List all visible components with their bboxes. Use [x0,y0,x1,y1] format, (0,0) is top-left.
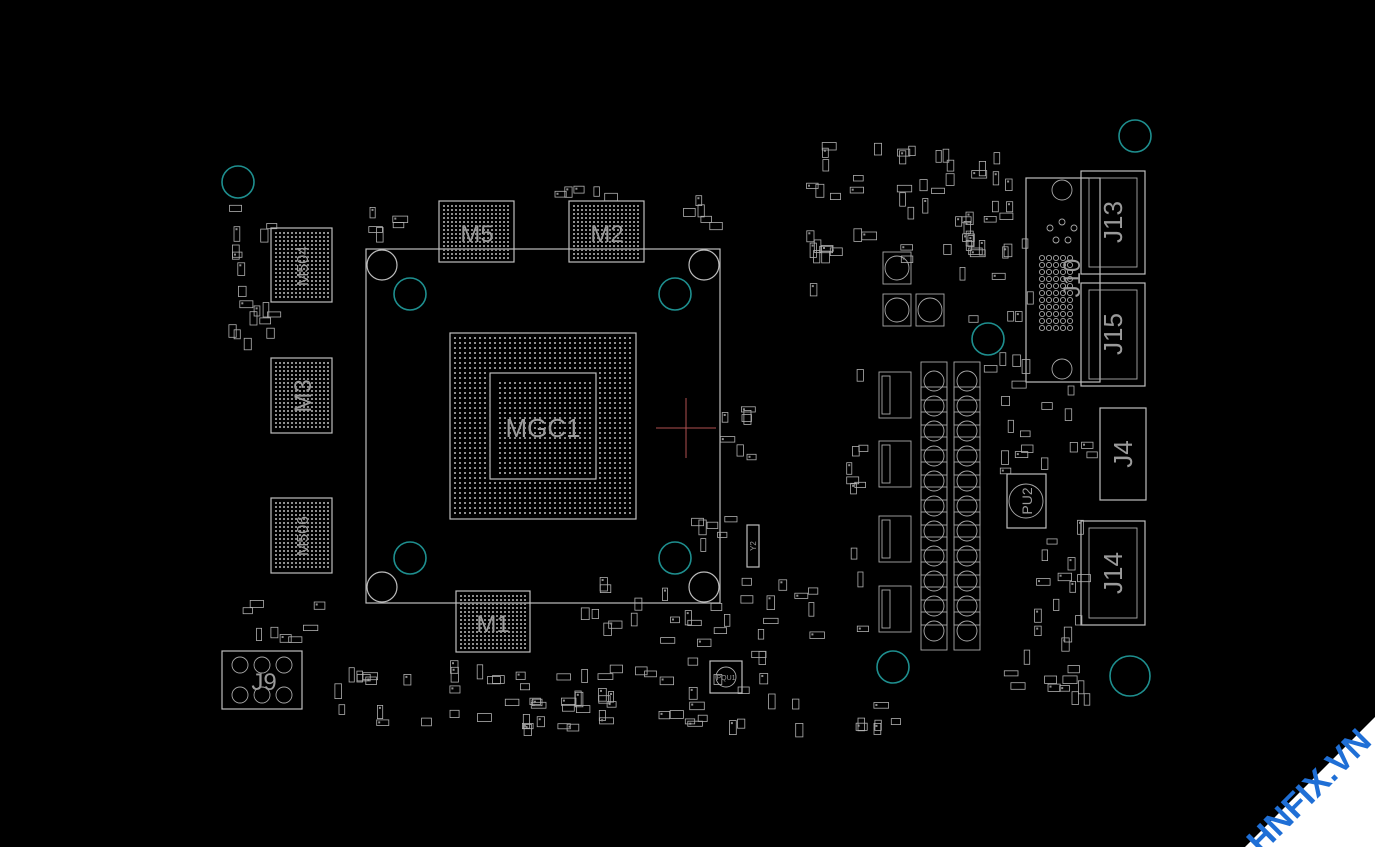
mounting-hole [1109,655,1151,697]
mounting-hole [393,541,427,575]
connector-label-j4: J4 [1108,440,1138,467]
memory-m2[interactable]: M2 [568,200,645,263]
memory-m3[interactable]: M3 [270,357,333,434]
connector-label-j9: J9 [251,669,276,696]
gpu-mgc1[interactable]: MGC1 [449,332,637,520]
connector-label-j15: J15 [1098,313,1128,355]
mounting-hole [658,277,692,311]
cursor-crosshair [656,398,716,458]
ic-label-pqu1: PQU1 [716,675,735,682]
mounting-hole [971,322,1005,356]
controller-pu2[interactable]: PU2 [1006,473,1047,529]
connector-j13[interactable]: J13 [1080,170,1146,275]
memory-label-m506: M506 [295,516,312,556]
controller-label-pu2: PU2 [1019,487,1035,514]
passive-components [228,142,1098,738]
watermark-banner: HNFIX.VN [1240,717,1375,847]
memory-label-m1: M1 [476,611,509,638]
connector-label-j13: J13 [1098,201,1128,243]
memory-m504[interactable]: M504 [270,227,333,303]
watermark-band [1245,717,1375,847]
crystal-y2[interactable]: Y2 [746,524,760,568]
connector-j14[interactable]: J14 [1080,520,1146,626]
mounting-hole [221,165,255,199]
mounting-hole [1118,119,1152,153]
memory-m1[interactable]: M1 [455,590,531,653]
gpu-label: MGC1 [505,413,580,443]
connector-label-j14: J14 [1098,552,1128,594]
memory-label-m3: M3 [290,379,317,412]
memory-label-m2: M2 [590,221,623,248]
memory-label-m504: M504 [295,246,312,286]
mounting-hole [658,541,692,575]
memory-m5[interactable]: M5 [438,200,515,263]
ic-pqu1[interactable]: PQU1 [709,660,743,694]
vrm-mosfet-area [878,251,981,651]
connector-pin-field [1038,218,1078,332]
connector-j15[interactable]: J15 [1080,282,1146,387]
memory-label-m5: M5 [460,221,493,248]
memory-m506[interactable]: M506 [270,497,333,574]
connector-label-j10: J10 [1059,259,1086,298]
mounting-hole [393,277,427,311]
mounting-hole [876,650,910,684]
gpu-ball-grid [454,337,631,514]
crystal-label-y2: Y2 [749,541,758,551]
connector-j4[interactable]: J4 [1099,407,1147,501]
gpu-heatsink-outline [365,248,721,604]
mounting-holes [221,119,1152,697]
connector-j9[interactable]: J9 [221,650,303,710]
